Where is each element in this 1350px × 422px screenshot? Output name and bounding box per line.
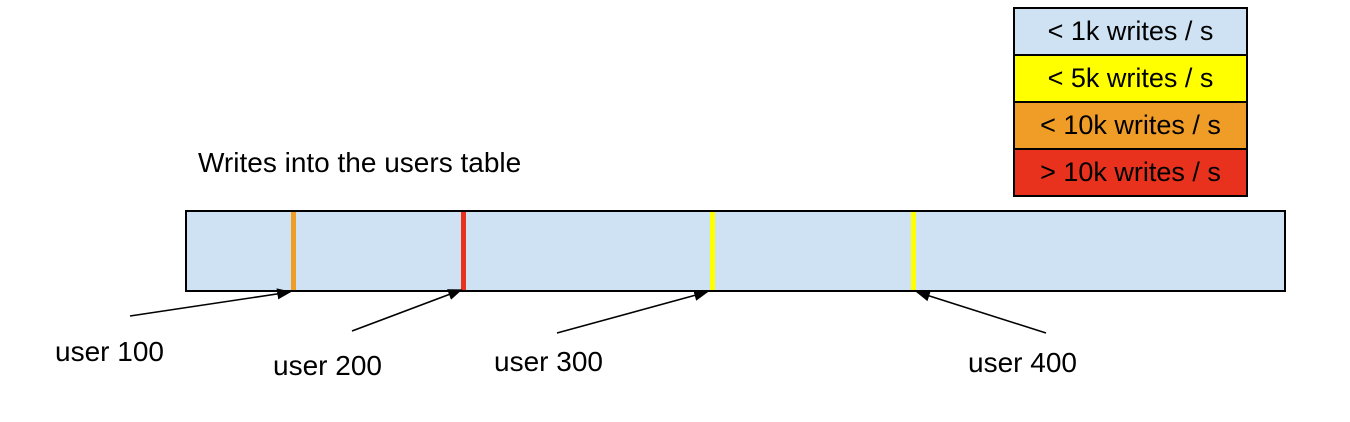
diagram-title: Writes into the users table: [198, 147, 522, 178]
legend-item-label: < 1k writes / s: [1047, 16, 1214, 46]
annotation-arrow: [129, 288, 292, 317]
annotation-arrow: [556, 289, 709, 334]
annotation-arrow: [915, 290, 1047, 334]
legend-item-label: > 10k writes / s: [1040, 157, 1221, 187]
legend-item-lt-1k: < 1k writes / s: [1013, 7, 1248, 56]
legend-item-label: < 10k writes / s: [1040, 110, 1221, 140]
hotspot-marker-user-300: [710, 212, 715, 290]
hotspot-marker-user-400: [911, 212, 916, 290]
users-table-bar: [185, 210, 1286, 292]
annotation-arrow: [351, 289, 463, 332]
user-label-400: user 400: [968, 347, 1077, 378]
legend-item-lt-5k: < 5k writes / s: [1013, 54, 1248, 103]
legend-item-gt-10k: > 10k writes / s: [1013, 148, 1248, 197]
user-label-100: user 100: [55, 336, 164, 367]
user-label-300: user 300: [494, 346, 603, 377]
legend-item-label: < 5k writes / s: [1047, 63, 1214, 93]
user-label-200: user 200: [273, 350, 382, 381]
legend: < 1k writes / s < 5k writes / s < 10k wr…: [1013, 7, 1248, 197]
hotspot-marker-user-200: [461, 212, 466, 290]
legend-item-lt-10k: < 10k writes / s: [1013, 101, 1248, 150]
hotspot-marker-user-100: [291, 212, 296, 290]
